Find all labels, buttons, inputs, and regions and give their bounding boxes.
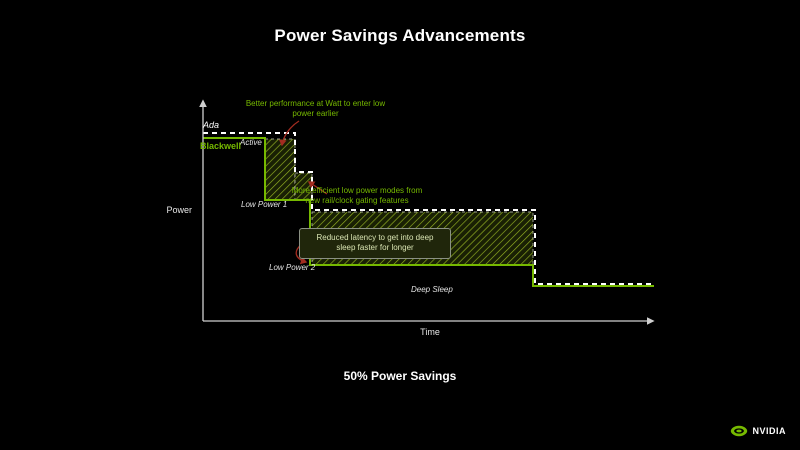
annotation-enter-low-power: Better performance at Watt to enter low … (245, 99, 386, 119)
series-label-ada: Ada (203, 120, 220, 130)
series-label-blackwell: Blackwell (200, 141, 242, 151)
state-label-low-power-2: Low Power 2 (269, 263, 316, 272)
annotation-deep-sleep-callout: Reduced latency to get into deep sleep f… (299, 228, 451, 259)
nvidia-wordmark: NVIDIA (752, 426, 786, 436)
state-label-active: Active (240, 138, 262, 147)
power-savings-callout: 50% Power Savings (343, 369, 457, 383)
nvidia-logo: NVIDIA (730, 425, 786, 437)
state-label-deep-sleep: Deep Sleep (411, 285, 453, 294)
y-axis-label: Power (166, 205, 192, 215)
x-axis-label: Time (420, 327, 440, 337)
page-title: Power Savings Advancements (274, 26, 526, 45)
state-label-low-power-1: Low Power 1 (241, 200, 288, 209)
nvidia-eye-icon (731, 425, 748, 437)
annotation-efficient-modes: More efficient low power modes from new … (291, 186, 423, 206)
